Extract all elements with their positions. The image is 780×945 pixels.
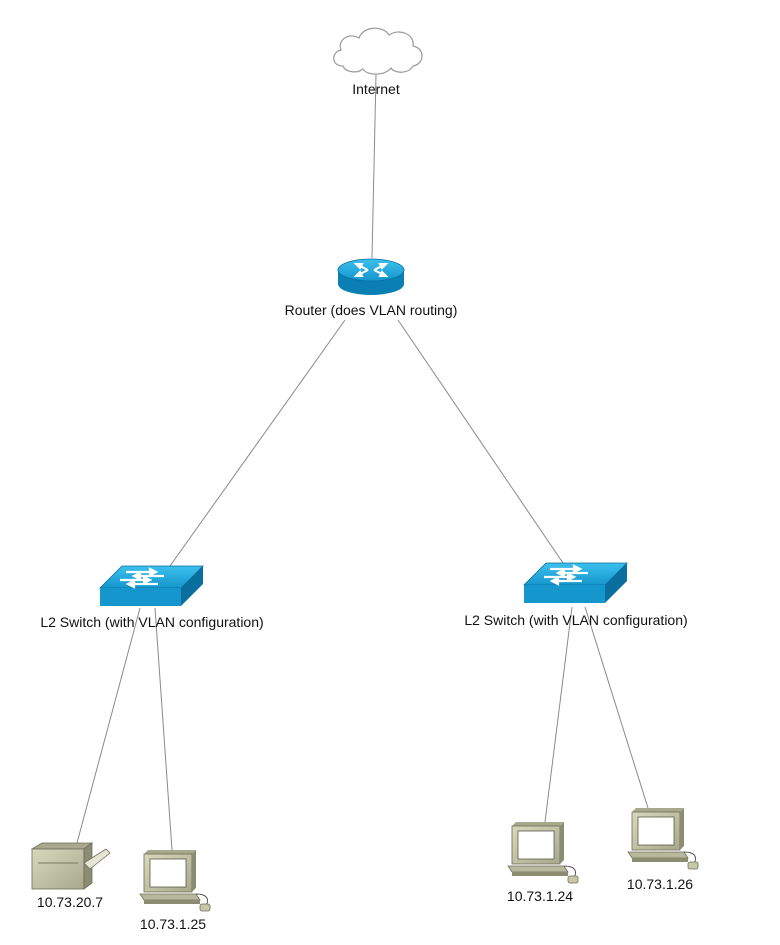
switch-right-icon <box>523 562 628 603</box>
links <box>76 74 649 851</box>
router-icon <box>337 258 405 295</box>
link-switch-left-printer <box>76 607 141 844</box>
computer-icon-1-26 <box>627 808 699 870</box>
pc-1-24-ip-label: 10.73.1.24 <box>506 888 574 904</box>
link-switch-right-pc-1-26 <box>584 606 649 809</box>
pc-1-26-ip-label: 10.73.1.26 <box>626 876 694 892</box>
pc-1-25-ip-label: 10.73.1.25 <box>139 916 207 932</box>
cloud-icon <box>333 27 423 75</box>
internet-label: Internet <box>352 81 400 97</box>
computer-icon-1-25 <box>139 850 211 912</box>
link-switch-right-pc-1-24 <box>544 606 573 823</box>
link-internet-router <box>371 74 377 259</box>
switch-left-icon <box>99 565 204 606</box>
router-label: Router (does VLAN routing) <box>284 302 458 318</box>
link-router-switch-left <box>169 319 346 567</box>
printer-ip-label: 10.73.20.7 <box>36 894 104 910</box>
printer-icon <box>30 842 111 890</box>
switch-left-label: L2 Switch (with VLAN configuration) <box>40 614 264 630</box>
computer-icon-1-24 <box>507 822 579 884</box>
link-router-switch-right <box>397 319 564 564</box>
switch-right-label: L2 Switch (with VLAN configuration) <box>464 612 688 628</box>
link-switch-left-pc-1-25 <box>154 607 173 851</box>
